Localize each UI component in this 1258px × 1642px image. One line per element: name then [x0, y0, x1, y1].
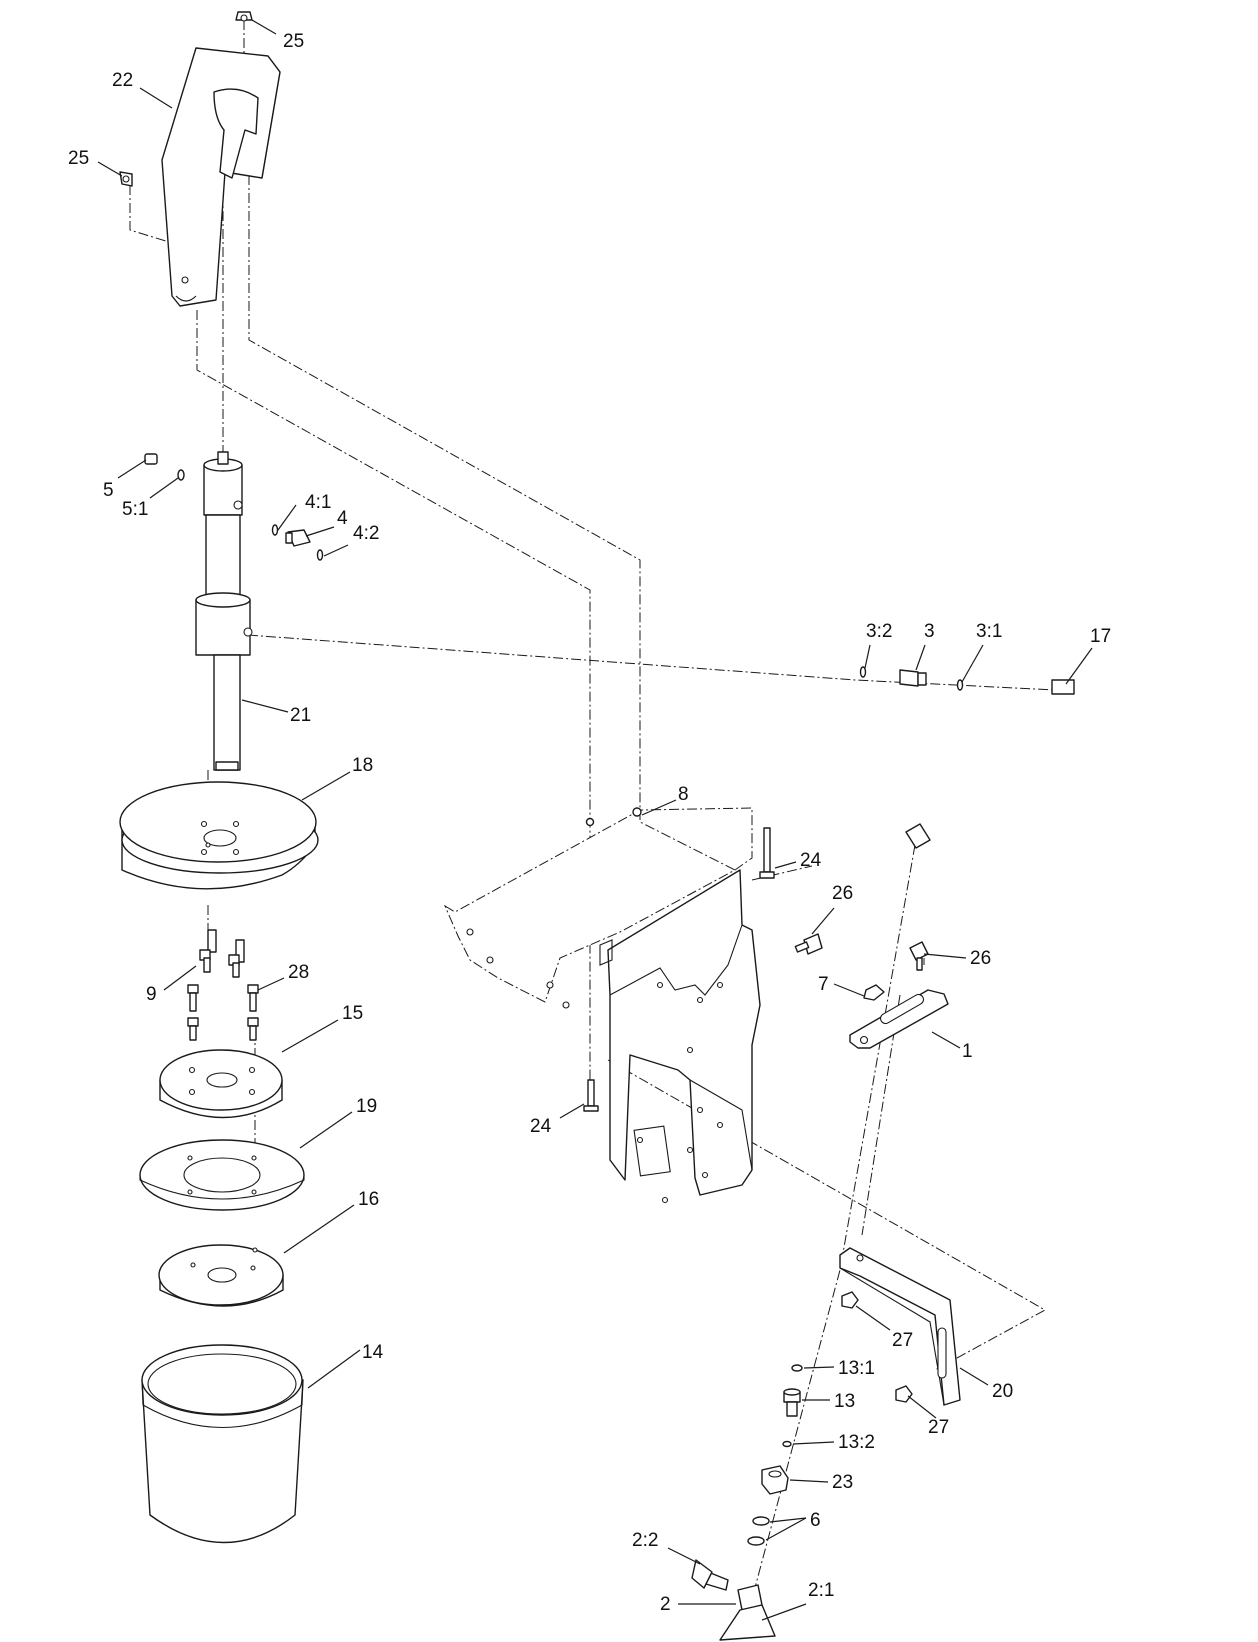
callout-13: 13 [834, 1391, 855, 1412]
part-27-nut-lower [895, 1385, 913, 1403]
part-22-cover-bracket [161, 47, 281, 307]
callout-1: 1 [962, 1041, 973, 1062]
callout-7: 7 [818, 974, 829, 995]
part-7-nut [863, 984, 885, 1001]
part-20-bracket [839, 1247, 961, 1406]
part-16-plate [158, 1244, 284, 1307]
callout-25-side: 25 [68, 148, 89, 169]
part-18-hopper-disc [119, 781, 319, 890]
part-3-fitting [899, 669, 927, 687]
callout-19: 19 [356, 1096, 377, 1117]
part-13-fitting [783, 1388, 801, 1417]
part-4-fitting [285, 529, 311, 547]
part-25-wing-nut-side [119, 171, 133, 187]
callout-5: 5 [103, 480, 114, 501]
callout-16: 16 [358, 1189, 379, 1210]
callout-3-2: 3:2 [866, 621, 892, 642]
callout-27-upper: 27 [892, 1330, 913, 1351]
part-13-2-oring [782, 1440, 792, 1448]
callout-24-bottom: 24 [530, 1116, 552, 1137]
callout-3-1: 3:1 [976, 621, 1002, 642]
callout-4-1: 4:1 [305, 492, 331, 513]
part-2-2-tip [691, 1559, 729, 1591]
leader-lines [97, 19, 1093, 1621]
callout-5-1: 5:1 [122, 499, 148, 520]
part-27-nut-upper [841, 1291, 859, 1309]
part-24-bolt-top [759, 827, 775, 879]
part-6-washers [747, 1516, 770, 1546]
callout-22: 22 [112, 70, 133, 91]
part-26-bolt-bracket [909, 941, 929, 971]
callout-13-2: 13:2 [838, 1432, 875, 1453]
part-4-1-oring [271, 524, 279, 536]
callout-9: 9 [146, 984, 157, 1005]
part-21-shaft-assembly [195, 451, 253, 771]
callout-23: 23 [832, 1472, 853, 1493]
callout-14: 14 [362, 1342, 384, 1363]
part-24-bolt-bottom [583, 1079, 599, 1112]
callout-24-top: 24 [800, 850, 822, 871]
part-17-hose [905, 679, 1194, 849]
callout-26-frame: 26 [832, 883, 853, 904]
callout-17: 17 [1090, 626, 1111, 647]
phantom-mounting-frame [443, 807, 761, 1204]
callout-2: 2 [660, 1594, 671, 1615]
callout-4: 4 [337, 508, 348, 529]
part-4-2-oring [316, 549, 324, 561]
callout-26-bracket: 26 [970, 948, 991, 969]
part-5-1-washer [177, 469, 185, 481]
part-3-2-oring [859, 666, 867, 678]
callout-28: 28 [288, 962, 309, 983]
callout-4-2: 4:2 [353, 523, 379, 544]
part-9-bolts [199, 929, 245, 978]
callout-13-1: 13:1 [838, 1358, 875, 1379]
callout-27-lower: 27 [928, 1417, 949, 1438]
part-2-nozzle [719, 1584, 776, 1641]
frame-nut-left [585, 817, 595, 827]
part-26-bolt-frame [794, 933, 823, 955]
part-8-nut [632, 807, 642, 817]
callout-6: 6 [810, 1510, 821, 1531]
callout-3: 3 [924, 621, 935, 642]
callout-18: 18 [352, 755, 373, 776]
callout-2-1: 2:1 [808, 1580, 834, 1601]
part-1-bracket [849, 989, 949, 1049]
part-13-1-oring [791, 1364, 803, 1372]
callout-8: 8 [678, 784, 689, 805]
callout-25-top: 25 [283, 31, 304, 52]
callout-15: 15 [342, 1003, 363, 1024]
callout-2-2: 2:2 [632, 1530, 658, 1551]
part-28-bolts [187, 984, 259, 1041]
callout-21: 21 [290, 705, 311, 726]
part-3-1-oring [956, 679, 964, 691]
callout-20: 20 [992, 1381, 1013, 1402]
part-19-gasket [139, 1139, 305, 1211]
part-15-plate [159, 1049, 283, 1119]
part-23-nut [761, 1465, 789, 1495]
callout-labels: 25 22 25 5 5:1 4:1 4 4:2 3:2 3 3:1 17 21… [68, 31, 1111, 1615]
part-14-hopper-bucket [141, 1344, 304, 1544]
part-5-set-screw [144, 453, 158, 465]
part-25-wing-nut-top [235, 11, 253, 22]
